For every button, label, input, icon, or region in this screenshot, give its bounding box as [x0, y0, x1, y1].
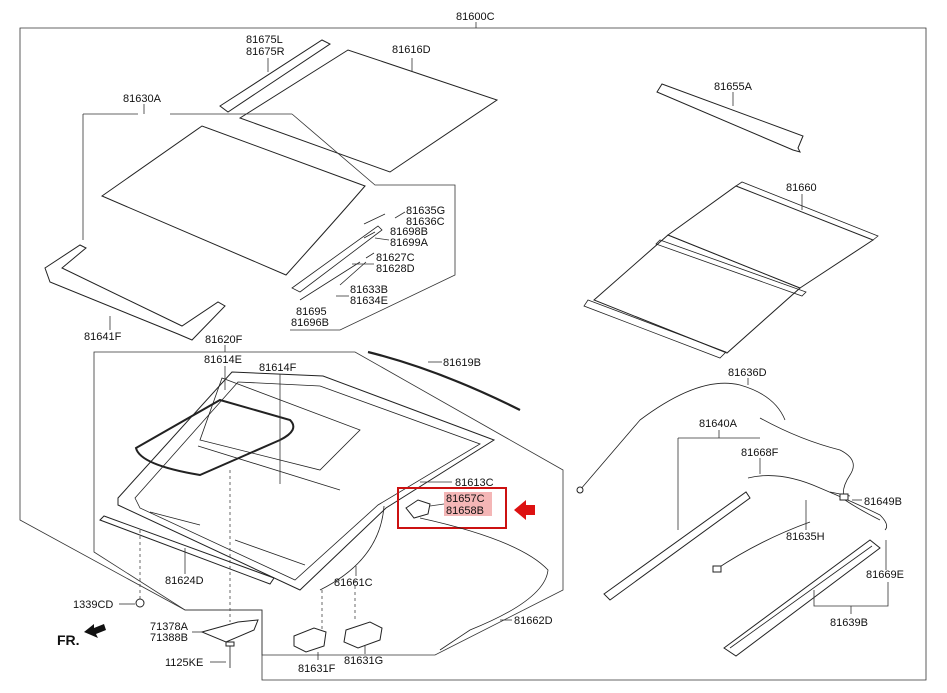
label-81649B: 81649B	[864, 496, 902, 508]
part-81631G-motor	[343, 621, 383, 649]
label-81636D: 81636D	[728, 367, 767, 379]
label-81655A: 81655A	[714, 81, 753, 93]
label-81620F: 81620F	[205, 334, 243, 346]
label-81613C: 81613C	[455, 477, 494, 489]
label-81696B: 81696B	[291, 317, 329, 329]
part-81662D-cable	[419, 517, 549, 651]
label-81619B: 81619B	[443, 357, 481, 369]
part-81619B-strip	[367, 350, 521, 411]
label-81636C: 81636C	[406, 216, 445, 228]
label-81635H: 81635H	[786, 531, 825, 543]
part-81641F-deflector	[44, 244, 226, 341]
fr-label: FR.	[57, 632, 80, 648]
front-arrow-icon	[84, 624, 106, 638]
label-81600C: 81600C	[456, 11, 495, 23]
part-81624D-strip	[99, 515, 275, 585]
label-81658B: 81658B	[446, 505, 484, 517]
label-81668F: 81668F	[741, 447, 779, 459]
label-81635G: 81635G	[406, 205, 445, 217]
label-81662D: 81662D	[514, 615, 553, 627]
part-81636D-cable	[579, 382, 786, 491]
label-81624D: 81624D	[165, 575, 204, 587]
label-81634E: 81634E	[350, 295, 388, 307]
part-81657C-bracket	[405, 499, 431, 519]
part-81640A-rail	[603, 491, 751, 601]
part-81631F-motor	[293, 627, 327, 653]
label-1339CD: 1339CD	[73, 599, 113, 611]
label-81628D: 81628D	[376, 263, 415, 275]
part-81614-frame-body	[117, 371, 496, 591]
label-81657C: 81657C	[446, 493, 485, 505]
label-81641F: 81641F	[84, 331, 122, 343]
label-1125KE: 1125KE	[165, 657, 203, 669]
label-81639B: 81639B	[830, 617, 868, 629]
part-81635H-cable	[759, 417, 881, 521]
label-81661C: 81661C	[334, 577, 373, 589]
red-arrow-icon	[514, 500, 535, 520]
label-71388B: 71388B	[150, 632, 188, 644]
part-81639B-rail	[723, 539, 881, 657]
label-81616D: 81616D	[392, 44, 431, 56]
part-81616D-glass	[238, 49, 499, 173]
label-81660: 81660	[786, 182, 817, 194]
label-81699A: 81699A	[390, 237, 429, 249]
label-81633B: 81633B	[350, 284, 388, 296]
label-81614E: 81614E	[204, 354, 242, 366]
part-81655A-bar	[656, 83, 804, 153]
label-81640A: 81640A	[699, 418, 738, 430]
part-71378A-bracket	[200, 619, 259, 643]
part-81630A-glass	[100, 125, 366, 276]
label-81698B: 81698B	[390, 226, 428, 238]
group-81630A-frame	[82, 113, 456, 331]
label-81675L: 81675L	[246, 34, 283, 46]
label-81695: 81695	[296, 306, 327, 318]
label-81614F: 81614F	[259, 362, 297, 374]
label-81631F: 81631F	[298, 663, 336, 675]
label-81627C: 81627C	[376, 252, 415, 264]
part-81675-molding	[219, 39, 331, 113]
label-81631G: 81631G	[344, 655, 383, 667]
diagram-outer-frame	[19, 27, 927, 681]
label-81669E: 81669E	[866, 569, 904, 581]
highlight-box	[397, 487, 507, 529]
label-81675R: 81675R	[246, 46, 285, 58]
group-81620F-frame	[93, 351, 564, 656]
label-71378A: 71378A	[150, 621, 189, 633]
label-81630A: 81630A	[123, 93, 162, 105]
